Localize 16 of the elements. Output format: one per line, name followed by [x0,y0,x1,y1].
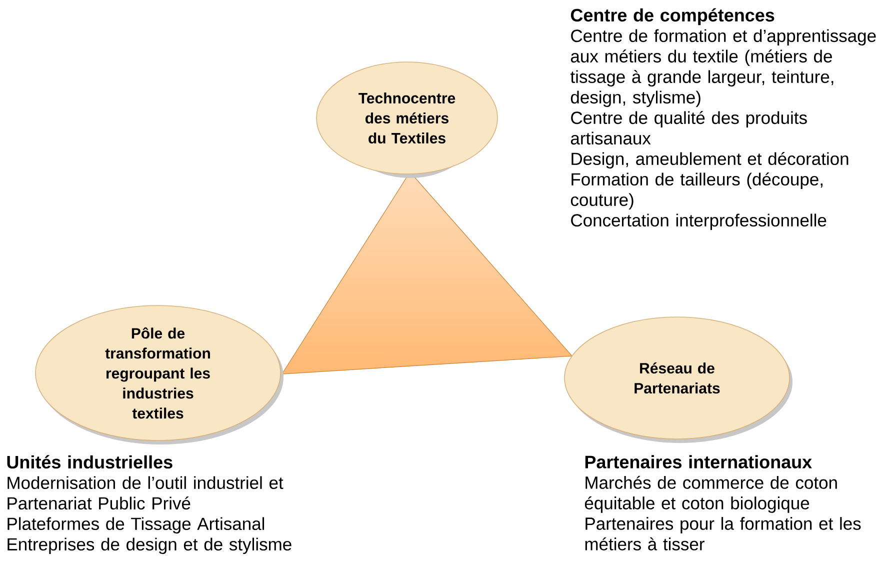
list-item: Partenaires pour la formation et les métiers à tisser [585,517,861,550]
section-heading: Centre de compétences [570,8,774,26]
ellipse-node: Pôle de transformation regroupant les industries textiles [35,305,284,444]
list-item: Centre de formation et d’apprentissage aux métiers du textile (métiers de tissage à grande largeur, teinture, design, stylisme) [570,29,876,108]
section-heading: Unités industrielles [7,455,172,469]
list-item: Design, ameublement et décoration [572,152,848,169]
ellipse-node: Technocentre des métiers du Textiles [316,62,498,178]
list-item: Centre de qualité des produits artisanaux [570,111,807,145]
list-item: Marchés de commerce de coton équitable et coton biologique [584,476,837,513]
list-item: Modernisation de l’outil industriel et Partenariat Public Privé [8,476,284,510]
section-heading: Partenaires internationaux [585,455,812,468]
list-item: Formation de tailleurs (découpe, couture) [570,172,822,210]
list-item: Entreprises de design et de stylisme [8,538,292,554]
list-item: Concertation interprofessionnelle [571,214,826,230]
list-item: Plateformes de Tissage Artisanal [8,517,264,534]
ellipse-node: Réseau de Partenariats [564,316,792,443]
